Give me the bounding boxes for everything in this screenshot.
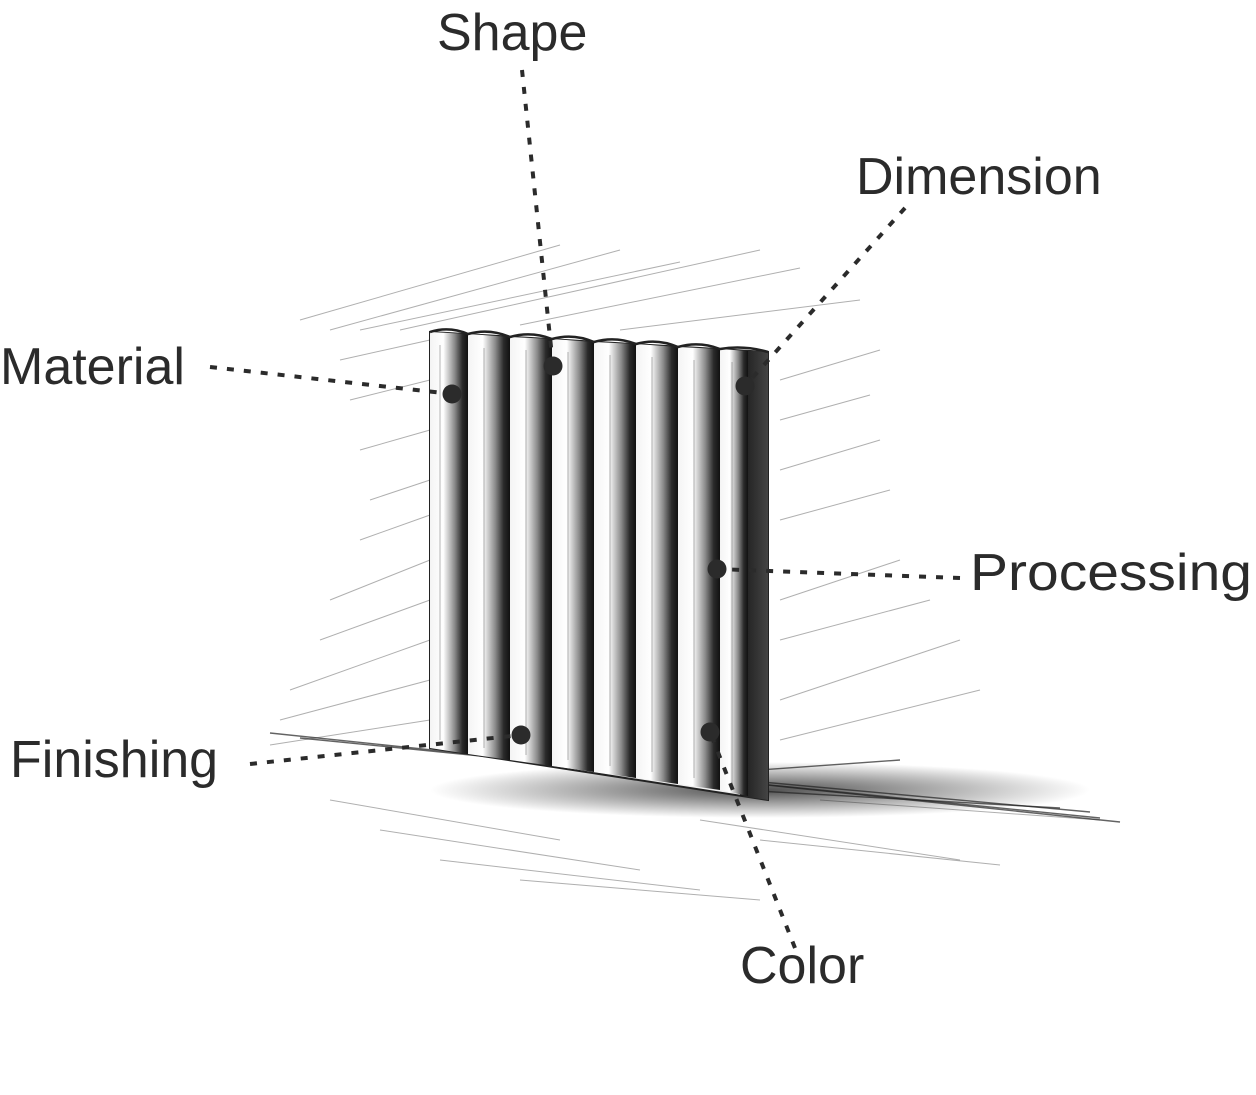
dot-material xyxy=(442,384,462,404)
label-dimension: Dimension xyxy=(856,148,1102,206)
dot-dimension xyxy=(735,376,755,396)
dot-finishing xyxy=(511,725,531,745)
leader-processing xyxy=(716,567,961,580)
label-processing: Processing xyxy=(970,544,1252,602)
leader-dimension xyxy=(743,206,907,388)
callout-dots xyxy=(442,356,755,745)
dot-color xyxy=(700,722,720,742)
label-color: Color xyxy=(740,937,864,995)
leader-material xyxy=(209,365,453,396)
leader-finishing xyxy=(249,733,522,766)
label-shape: Shape xyxy=(437,4,587,62)
leader-lines xyxy=(209,69,961,949)
fluted-panel xyxy=(429,328,769,802)
label-finishing: Finishing xyxy=(10,731,218,789)
leader-color xyxy=(708,731,797,949)
label-material: Material xyxy=(0,338,185,396)
dot-shape xyxy=(543,356,563,376)
dot-processing xyxy=(707,559,727,579)
